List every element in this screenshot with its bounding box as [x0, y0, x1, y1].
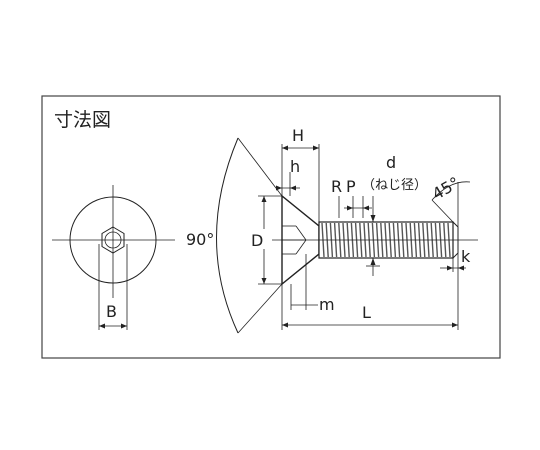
thread-diameter-note: （ねじ径）	[362, 178, 427, 193]
d-thread-label: d	[386, 153, 396, 172]
l-arrow-right	[452, 322, 458, 328]
d-head-label: D	[251, 231, 263, 250]
head-angle-ray-bottom	[237, 283, 283, 334]
b-label: B	[106, 302, 117, 321]
k-arrow-right	[458, 265, 464, 271]
chamfer-bottom	[452, 252, 459, 259]
side-view: 90° H h D	[186, 126, 478, 334]
socket-cone-bottom	[295, 239, 307, 255]
k-arrow-left	[447, 265, 453, 271]
h-big-arrow-right	[313, 145, 319, 151]
h-small-arrow-right	[290, 185, 296, 191]
b-arrow-left	[99, 323, 105, 329]
d-head-arrow-bottom	[261, 278, 267, 284]
m-label: m	[319, 295, 335, 314]
h-big-label: H	[292, 126, 304, 145]
r-label: R	[331, 177, 342, 196]
p-arrow-left	[347, 205, 353, 211]
p-arrow-right	[363, 205, 369, 211]
l-label: L	[362, 303, 371, 322]
diagram-title: 寸法図	[54, 109, 111, 131]
d-thread-arrow-bottom	[370, 258, 376, 265]
head-angle-arc	[216, 137, 239, 334]
head-angle-ray-top	[237, 137, 283, 197]
h-small-arrow-left	[276, 185, 282, 191]
p-label: P	[346, 177, 356, 196]
d-head-label-bg	[249, 229, 269, 249]
chamfer-angle-arc	[431, 181, 471, 201]
head-angle-label: 90°	[186, 230, 214, 249]
d-head-arrow-top	[261, 196, 267, 202]
chamfer-top	[452, 221, 459, 228]
d-thread-arrow-top	[370, 215, 376, 222]
socket-cone-top	[295, 225, 307, 241]
chamfer-angle-ray	[431, 199, 454, 223]
b-arrow-right	[121, 323, 127, 329]
h-small-label: h	[290, 157, 300, 176]
k-label: k	[461, 247, 471, 266]
l-arrow-left	[282, 322, 288, 328]
end-view: B	[52, 185, 175, 330]
h-big-arrow-left	[282, 145, 288, 151]
